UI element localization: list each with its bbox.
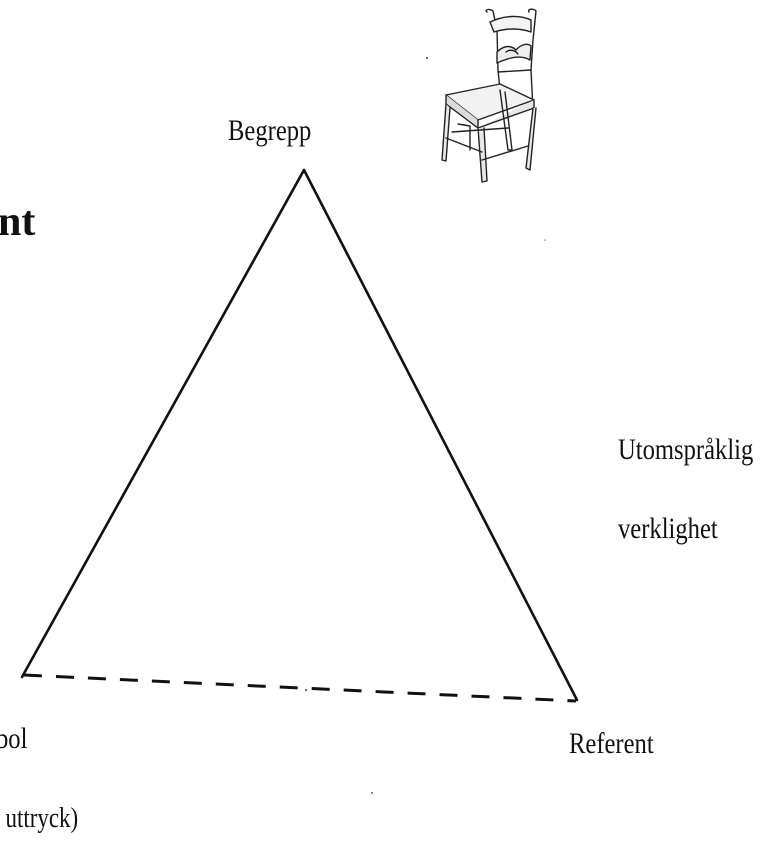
referent-label: Referent <box>569 727 654 760</box>
speck-mark <box>544 239 546 241</box>
external-reality-label-line2: verklighet <box>618 512 718 545</box>
triangle-right-edge <box>302 168 579 702</box>
slide-title-fragment: nt <box>0 199 36 245</box>
triangle-left-edge <box>20 168 306 679</box>
external-reality-label-line1: Utomspråklig <box>618 433 754 466</box>
triangle-base-dashed <box>23 673 577 703</box>
apex-label-concept: Begrepp <box>228 114 312 147</box>
speck-mark <box>305 689 307 691</box>
speck-mark <box>426 57 428 59</box>
chair-icon <box>441 8 537 183</box>
symbol-sublabel: , uttryck) <box>0 803 79 834</box>
symbol-label: bol <box>0 722 28 755</box>
speck-mark <box>371 792 373 794</box>
